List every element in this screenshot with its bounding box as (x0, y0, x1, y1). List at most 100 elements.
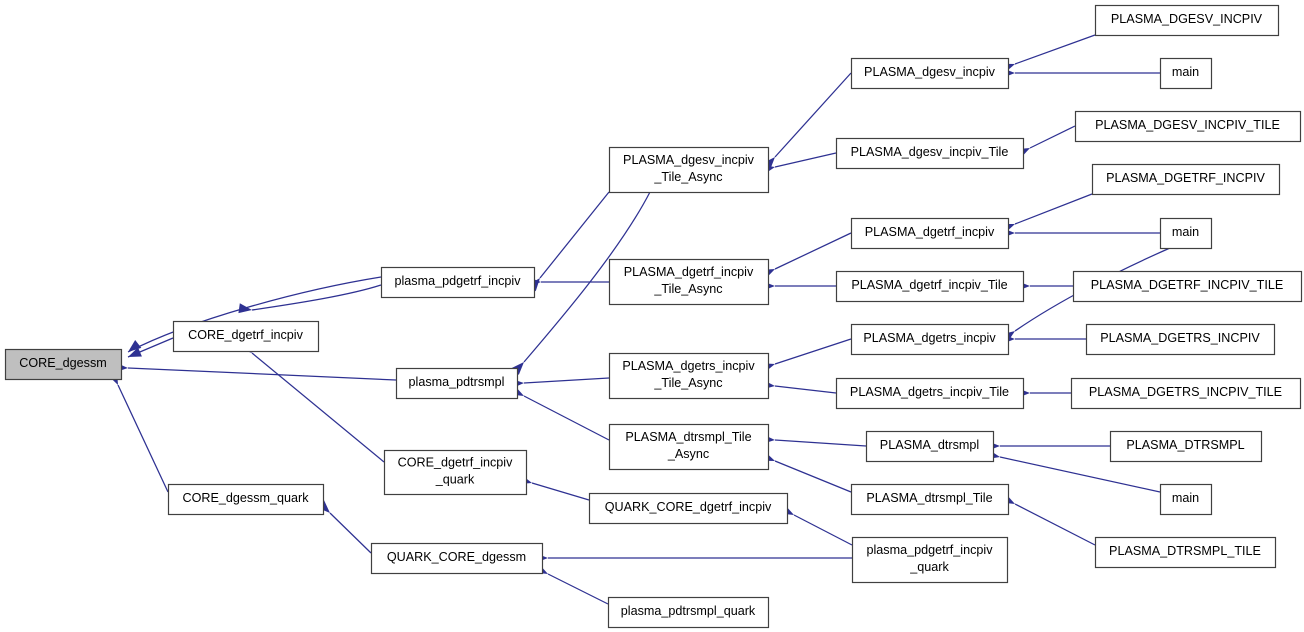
node-label: plasma_pdtrsmpl (409, 375, 505, 389)
graph-node-main_3[interactable]: main (1159, 483, 1213, 516)
node-box[interactable] (835, 270, 1025, 303)
node-label: CORE_dgessm (19, 356, 107, 370)
graph-edge (761, 451, 852, 493)
node-label: PLASMA_DGETRF_INCPIV (1106, 171, 1265, 185)
graph-node-plasma_dtrsmpl[interactable]: PLASMA_dtrsmpl (865, 430, 995, 463)
edge-arrowhead (238, 303, 252, 314)
node-label: PLASMA_DGETRS_INCPIV (1100, 331, 1260, 345)
graph-node-plasma_dgetrs_incpiv_upper[interactable]: PLASMA_DGETRS_INCPIV (1085, 323, 1276, 356)
graph-edge (1017, 281, 1073, 291)
graph-node-main_2[interactable]: main (1159, 217, 1213, 250)
graph-node-plasma_dgesv_incpiv_tile[interactable]: PLASMA_dgesv_incpiv_Tile (835, 137, 1025, 170)
graph-node-plasma_dgetrf_incpiv[interactable]: PLASMA_dgetrf_incpiv (850, 217, 1010, 250)
graph-node-plasma_dtrsmpl_upper[interactable]: PLASMA_DTRSMPL (1109, 430, 1263, 463)
node-box[interactable] (850, 483, 1010, 516)
node-box[interactable] (395, 367, 519, 400)
node-box[interactable] (851, 536, 1009, 584)
node-box[interactable] (1074, 110, 1302, 143)
graph-node-plasma_pdgetrf_incpiv_quark[interactable]: plasma_pdgetrf_incpiv_quark (851, 536, 1009, 584)
node-box[interactable] (835, 377, 1025, 410)
graph-edge (107, 371, 169, 493)
node-label: PLASMA_DTRSMPL (1126, 438, 1244, 452)
node-box[interactable] (1094, 536, 1277, 569)
graph-node-quark_core_dgetrf_incpiv[interactable]: QUARK_CORE_dgetrf_incpiv (588, 492, 789, 525)
node-box[interactable] (608, 423, 770, 471)
graph-edge (317, 500, 372, 554)
node-label: PLASMA_dgesv_incpiv_Tile_Async (623, 153, 755, 184)
node-box[interactable] (608, 146, 770, 194)
graph-node-main_1[interactable]: main (1159, 57, 1213, 90)
graph-edge (238, 284, 382, 314)
graph-node-plasma_dgesv_incpiv_tile_upper[interactable]: PLASMA_DGESV_INCPIV_TILE (1074, 110, 1302, 143)
node-box[interactable] (850, 57, 1010, 90)
node-box[interactable] (1109, 430, 1263, 463)
graph-edge (527, 191, 610, 292)
graph-edge (1001, 493, 1096, 546)
graph-node-plasma_dgetrf_incpiv_tile_async[interactable]: PLASMA_dgetrf_incpiv_Tile_Async (608, 258, 770, 306)
graph-node-plasma_dgetrf_incpiv_tile_upper[interactable]: PLASMA_DGETRF_INCPIV_TILE (1072, 270, 1303, 303)
node-box[interactable] (607, 596, 770, 629)
graph-edge (987, 441, 1110, 451)
node-box[interactable] (608, 352, 770, 400)
node-box[interactable] (1159, 57, 1213, 90)
node-box[interactable] (608, 258, 770, 306)
graph-node-core_dgessm[interactable]: CORE_dgessm (4, 348, 123, 381)
graph-edge (510, 385, 610, 441)
graph-node-plasma_dgetrs_incpiv_tile_upper[interactable]: PLASMA_DGETRS_INCPIV_TILE (1070, 377, 1302, 410)
node-box[interactable] (1085, 323, 1276, 356)
node-label: PLASMA_dtrsmpl_Tile (866, 491, 992, 505)
graph-node-plasma_dgetrs_incpiv_tile_async[interactable]: PLASMA_dgetrs_incpiv_Tile_Async (608, 352, 770, 400)
node-label: PLASMA_dgetrf_incpiv_Tile_Async (624, 265, 754, 296)
node-box[interactable] (4, 348, 123, 381)
node-box[interactable] (1070, 377, 1302, 410)
graph-node-plasma_dgetrf_incpiv_upper[interactable]: PLASMA_DGETRF_INCPIV (1091, 163, 1281, 196)
node-box[interactable] (380, 266, 536, 299)
node-label: QUARK_CORE_dgetrf_incpiv (605, 500, 772, 514)
graph-node-plasma_dgetrf_incpiv_tile[interactable]: PLASMA_dgetrf_incpiv_Tile (835, 270, 1025, 303)
graph-node-plasma_dgetrs_incpiv_tile[interactable]: PLASMA_dgetrs_incpiv_Tile (835, 377, 1025, 410)
node-label: main (1172, 225, 1199, 239)
graph-node-core_dgetrf_incpiv[interactable]: CORE_dgetrf_incpiv (172, 320, 320, 353)
graph-node-plasma_dtrsmpl_tile[interactable]: PLASMA_dtrsmpl_Tile (850, 483, 1010, 516)
graph-node-plasma_dgesv_incpiv[interactable]: PLASMA_dgesv_incpiv (850, 57, 1010, 90)
graph-edge (761, 379, 837, 394)
node-box[interactable] (835, 137, 1025, 170)
node-box[interactable] (850, 323, 1010, 356)
node-label: PLASMA_dgetrf_incpiv (865, 225, 995, 239)
node-label: PLASMA_DGESV_INCPIV (1111, 12, 1263, 26)
graph-node-core_dgessm_quark[interactable]: CORE_dgessm_quark (167, 483, 325, 516)
node-box[interactable] (383, 449, 528, 496)
node-label: CORE_dgetrf_incpiv_quark (398, 456, 513, 487)
edge-arrowhead (128, 340, 142, 352)
node-box[interactable] (370, 542, 544, 575)
graph-node-plasma_dgesv_incpiv_tile_async[interactable]: PLASMA_dgesv_incpiv_Tile_Async (608, 146, 770, 194)
node-label: PLASMA_DTRSMPL_TILE (1109, 544, 1261, 558)
node-box[interactable] (850, 217, 1010, 250)
node-box[interactable] (1159, 217, 1213, 250)
node-box[interactable] (865, 430, 995, 463)
graph-edge (1001, 34, 1096, 74)
graph-node-plasma_dtrsmpl_tile_upper[interactable]: PLASMA_DTRSMPL_TILE (1094, 536, 1277, 569)
node-label: plasma_pdgetrf_incpiv (394, 274, 521, 288)
node-label: QUARK_CORE_dgessm (387, 550, 526, 564)
graph-node-plasma_dtrsmpl_tile_async[interactable]: PLASMA_dtrsmpl_Tile_Async (608, 423, 770, 471)
graph-node-plasma_pdtrsmpl[interactable]: plasma_pdtrsmpl (395, 367, 519, 400)
node-box[interactable] (1072, 270, 1303, 303)
node-box[interactable] (167, 483, 325, 516)
node-box[interactable] (588, 492, 789, 525)
graph-node-quark_core_dgessm[interactable]: QUARK_CORE_dgessm (370, 542, 544, 575)
node-label: PLASMA_dgesv_incpiv_Tile (851, 145, 1009, 159)
graph-node-plasma_dgesv_incpiv_upper[interactable]: PLASMA_DGESV_INCPIV (1094, 4, 1280, 37)
node-box[interactable] (1159, 483, 1213, 516)
graph-edge (127, 337, 174, 358)
node-box[interactable] (1094, 4, 1280, 37)
graph-node-core_dgetrf_incpiv_quark[interactable]: CORE_dgetrf_incpiv_quark (383, 449, 528, 496)
graph-node-plasma_pdtrsmpl_quark[interactable]: plasma_pdtrsmpl_quark (607, 596, 770, 629)
node-box[interactable] (172, 320, 320, 353)
node-box[interactable] (1091, 163, 1281, 196)
node-label: PLASMA_DGESV_INCPIV_TILE (1095, 118, 1280, 132)
node-label: PLASMA_dgetrs_incpiv (863, 331, 996, 345)
node-label: main (1172, 491, 1199, 505)
graph-node-plasma_dgetrs_incpiv[interactable]: PLASMA_dgetrs_incpiv (850, 323, 1010, 356)
graph-node-plasma_pdgetrf_incpiv[interactable]: plasma_pdgetrf_incpiv (380, 266, 536, 299)
